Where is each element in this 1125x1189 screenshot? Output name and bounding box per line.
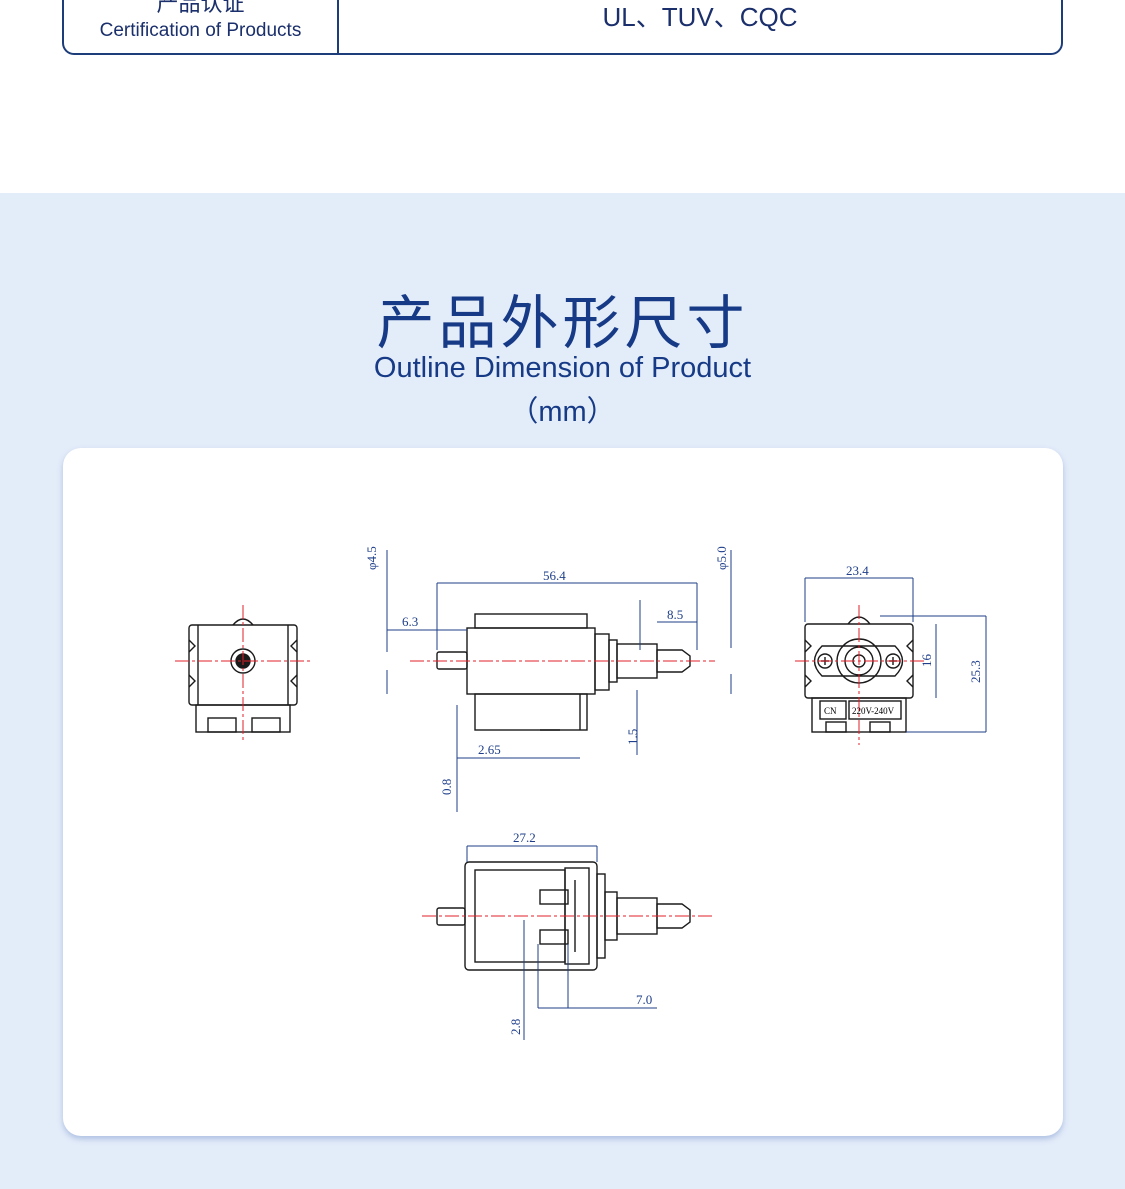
- dim-272: 27.2: [513, 830, 536, 845]
- section-title-en: Outline Dimension of Product: [373, 352, 752, 384]
- dim-15: 1.5: [625, 729, 640, 745]
- dimension-lines: [386, 550, 987, 1040]
- section-unit: （mm）: [509, 396, 616, 428]
- dim-234: 23.4: [846, 563, 869, 578]
- certification-label-en: Certification of Products: [99, 20, 302, 41]
- centerlines: [175, 605, 925, 917]
- dim-564: 56.4: [543, 568, 566, 583]
- dim-08: 0.8: [439, 779, 454, 795]
- drawing-card: [63, 448, 1063, 1136]
- dim-63: 6.3: [402, 614, 418, 629]
- dim-phi50: φ5.0: [714, 546, 729, 570]
- dim-phi45: φ4.5: [364, 546, 379, 570]
- dim-16: 16: [919, 654, 934, 668]
- nameplate-cn: CN: [824, 706, 837, 716]
- dim-70: 7.0: [636, 992, 652, 1007]
- nameplate-voltage: 220V-240V: [852, 706, 895, 716]
- dim-28: 2.8: [508, 1019, 523, 1035]
- dim-85: 8.5: [667, 607, 683, 622]
- certification-value: UL、TUV、CQC: [602, 2, 798, 32]
- certification-label-cn: 产品认证: [156, 0, 245, 17]
- certification-row: 产品认证 Certification of Products UL、TUV、CQ…: [62, 0, 1063, 55]
- section-title-cn: 产品外形尺寸: [376, 289, 749, 357]
- certification-label-cell: 产品认证 Certification of Products: [64, 0, 339, 53]
- dim-265: 2.65: [478, 742, 501, 757]
- side-view: [436, 613, 691, 731]
- dim-253: 25.3: [968, 660, 983, 683]
